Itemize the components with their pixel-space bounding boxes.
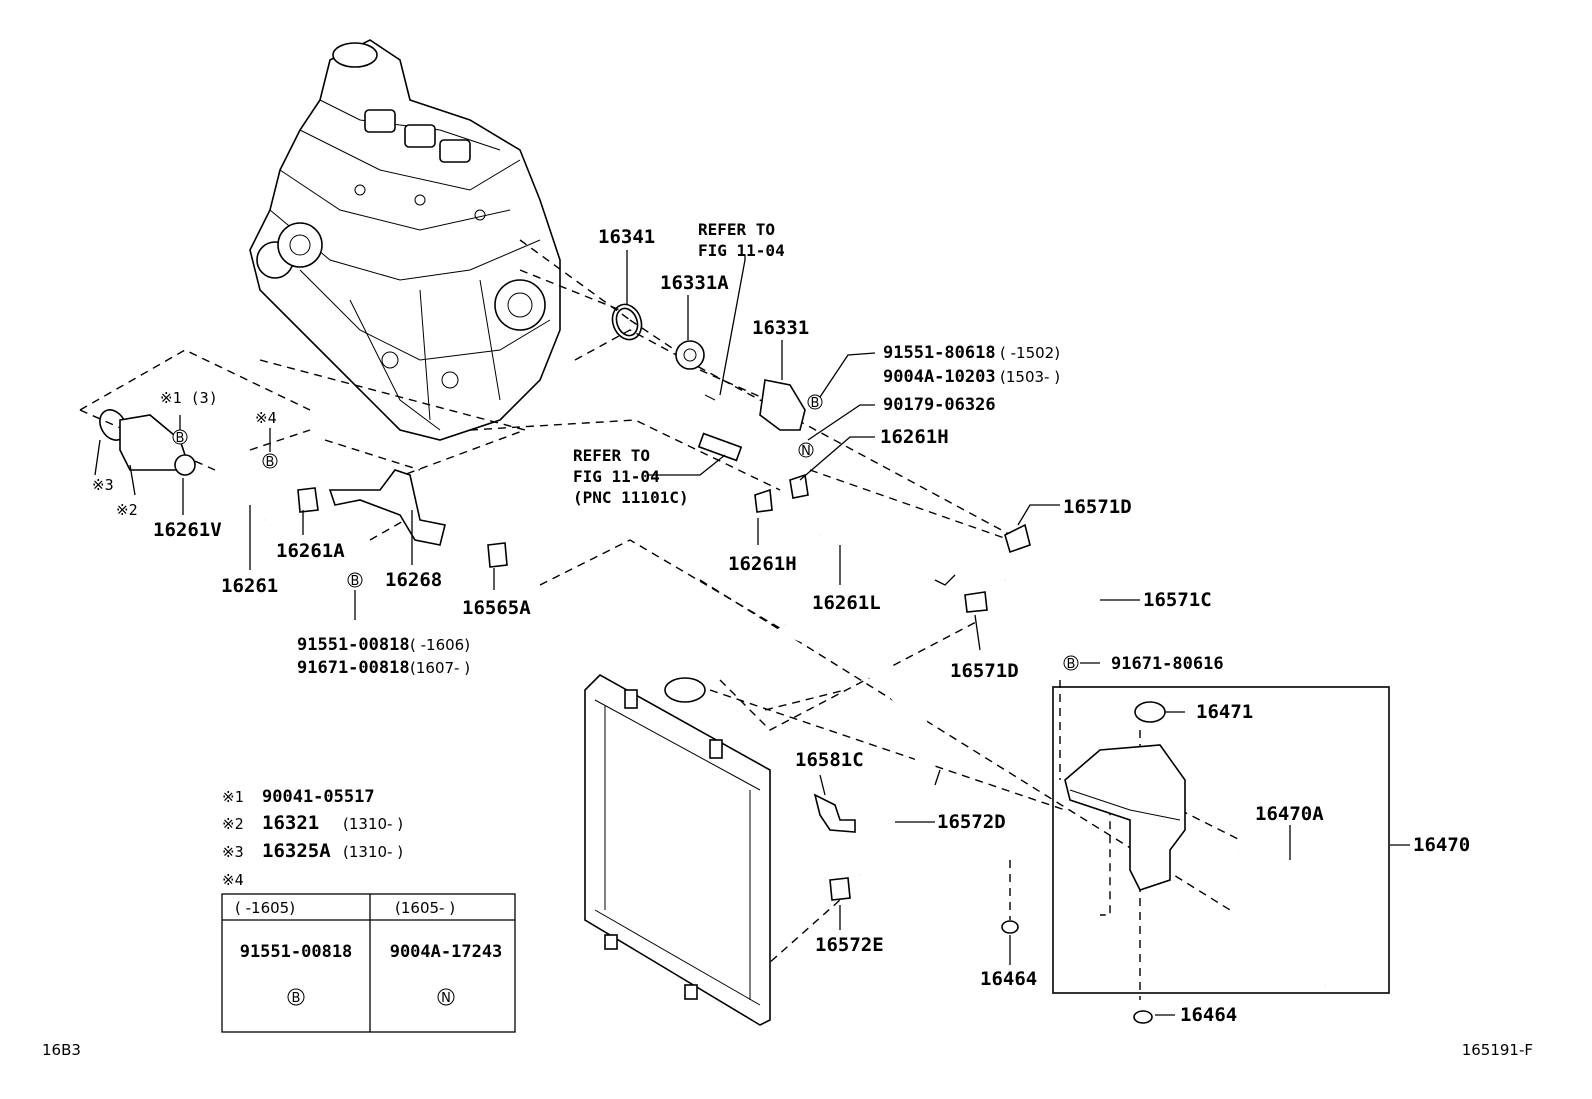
label-91551-80618: 91551-80618	[883, 343, 996, 363]
callout-mark-circles: B B B B N B	[172, 394, 1079, 672]
legend-table-header-1: ( -1605)	[235, 899, 295, 917]
label-9004A-10203: 9004A-10203	[883, 367, 996, 387]
hose-group-left	[99, 409, 508, 568]
legend-mark-4: ※4	[222, 871, 244, 889]
legend-table-cell-2: 9004A-17243	[390, 942, 503, 962]
label-16331A: 16331A	[660, 272, 729, 294]
mark-1-3: ※1 (3)	[160, 389, 218, 407]
legend-date-3: (1310- )	[343, 843, 403, 861]
mark-b: B	[351, 574, 360, 589]
mark-b: B	[266, 455, 275, 470]
label-90179-06326: 90179-06326	[883, 395, 996, 415]
legend-table-cell-1: 91551-00818	[240, 942, 353, 962]
label-16331: 16331	[752, 317, 809, 339]
legend-pn-1: 90041-05517	[262, 787, 375, 807]
label-16565A: 16565A	[462, 597, 531, 619]
label-16261H-a: 16261H	[880, 426, 949, 448]
label-16571D-b: 16571D	[950, 660, 1019, 682]
date-91551-00818: ( -1606)	[410, 636, 470, 654]
label-16261V: 16261V	[153, 519, 222, 541]
legend-date-2: (1310- )	[343, 815, 403, 833]
hose-group-lower	[781, 615, 936, 901]
legend-pn-2: 16321	[262, 812, 319, 834]
legend-mark-1: ※1	[222, 788, 244, 806]
label-16261A: 16261A	[276, 540, 345, 562]
engine-assembly-illustration	[249, 39, 561, 441]
mark-b: B	[1067, 657, 1076, 672]
legend-mark-2: ※2	[222, 815, 244, 833]
label-16470: 16470	[1413, 834, 1470, 856]
date-9004A-10203: (1503- )	[1000, 368, 1060, 386]
label-91671-00818: 91671-00818	[297, 658, 410, 678]
label-91551-00818: 91551-00818	[297, 635, 410, 655]
label-91671-80616: 91671-80616	[1111, 654, 1224, 674]
label-16571C: 16571C	[1143, 589, 1212, 611]
date-91671-00818: (1607- )	[410, 659, 470, 677]
label-16470A: 16470A	[1255, 803, 1324, 825]
label-16581C: 16581C	[795, 749, 864, 771]
label-16464-b: 16464	[1180, 1004, 1237, 1026]
label-16572D: 16572D	[937, 811, 1006, 833]
legend-pn-3: 16325A	[262, 840, 331, 862]
label-16261L: 16261L	[812, 592, 881, 614]
label-16572E: 16572E	[815, 934, 884, 956]
legend-table: ( -1605) (1605- ) 91551-00818 9004A-1724…	[221, 893, 516, 1033]
label-16341: 16341	[598, 226, 655, 248]
mark-4: ※4	[255, 409, 277, 427]
refer-mid-line1: REFER TO	[573, 446, 650, 465]
mark-b: B	[176, 431, 185, 446]
mark-n: N	[801, 444, 811, 459]
thermostat-group	[611, 303, 806, 462]
hose-group-upper	[754, 473, 1110, 613]
label-16261H-b: 16261H	[728, 553, 797, 575]
label-16268: 16268	[385, 569, 442, 591]
reservoir-tank-illustration	[1001, 686, 1390, 1024]
label-16571D-a: 16571D	[1063, 496, 1132, 518]
refer-mid-line3: (PNC 11101C)	[573, 488, 689, 507]
legend: ※1 90041-05517 ※2 16321 (1310- ) ※3 1632…	[221, 787, 516, 1033]
mark-b: B	[811, 396, 820, 411]
label-16464-a: 16464	[980, 968, 1037, 990]
part-number-labels: REFER TO FIG 11-04 16341 16331A 16331 91…	[92, 220, 1470, 1026]
mark-2: ※2	[116, 501, 138, 519]
legend-table-header-2: (1605- )	[395, 899, 455, 917]
corner-code-right: 165191-F	[1462, 1041, 1533, 1059]
corner-code-left: 16B3	[42, 1041, 81, 1059]
label-16261: 16261	[221, 575, 278, 597]
legend-mark-3: ※3	[222, 843, 244, 861]
label-16471: 16471	[1196, 701, 1253, 723]
radiator-illustration	[584, 674, 771, 1026]
legend-table-mark-b: B	[292, 991, 301, 1006]
refer-top-line2: FIG 11-04	[698, 241, 785, 260]
mark-3: ※3	[92, 476, 114, 494]
legend-table-mark-n: N	[441, 991, 451, 1006]
leader-lines	[94, 250, 1410, 1016]
refer-top-line1: REFER TO	[698, 220, 775, 239]
refer-mid-line2: FIG 11-04	[573, 467, 660, 486]
date-91551-80618: ( -1502)	[1000, 344, 1060, 362]
